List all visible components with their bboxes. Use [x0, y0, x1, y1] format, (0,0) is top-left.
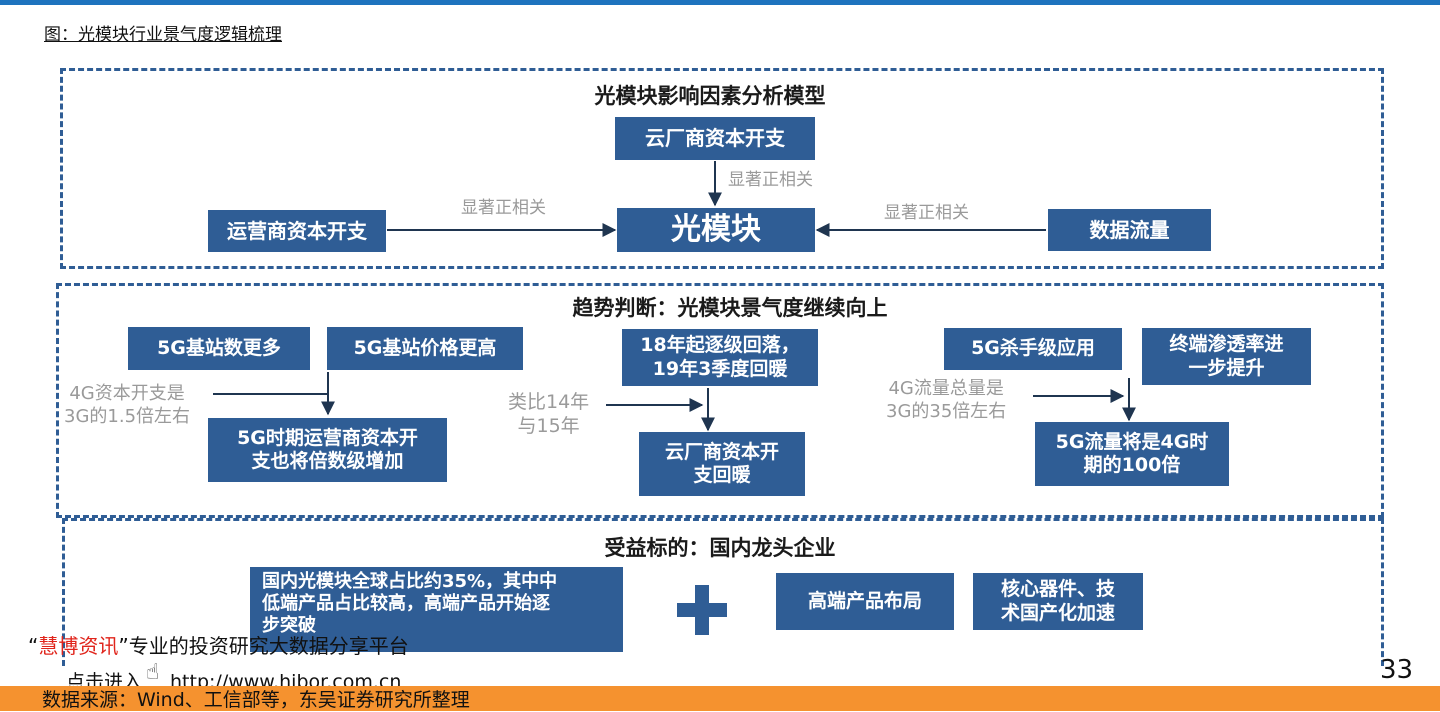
left-factor-label: 运营商资本开支 [227, 218, 367, 243]
localization-box: 核心器件、技 术国产化加速 [973, 573, 1143, 630]
mid-note-line2: 与15年 [517, 414, 580, 437]
section2-title: 趋势判断：光模块景气度继续向上 [572, 296, 888, 320]
section1-frame [60, 68, 1384, 269]
left-result-line2: 支也将倍数级增加 [251, 450, 404, 472]
left-result-line1: 5G时期运营商资本开 [237, 426, 418, 449]
right-box-killer-app: 5G杀手级应用 [944, 328, 1122, 370]
plus-icon [677, 585, 727, 635]
top-rule [0, 0, 1440, 5]
mid-result-line2: 支回暖 [693, 464, 751, 486]
share-line3: 步突破 [262, 614, 316, 636]
localization-line1: 核心器件、技 [1000, 578, 1115, 601]
center-label: 光模块 [671, 211, 761, 247]
right-box-penetration: 终端渗透率进 一步提升 [1142, 328, 1311, 385]
mid-box-line1: 18年起逐级回落， [640, 334, 800, 357]
section1-title: 光模块影响因素分析模型 [594, 84, 826, 108]
right-note: 4G流量总量是 3G的35倍左右 [886, 378, 1006, 423]
high-end-box: 高端产品布局 [776, 573, 954, 630]
watermark-quote-close: ” [118, 634, 129, 658]
mid-box-capex-cycle: 18年起逐级回落， 19年3季度回暖 [622, 329, 818, 386]
left-note: 4G资本开支是 3G的1.5倍左右 [64, 383, 190, 428]
share-line2: 低端产品占比较高，高端产品开始逐 [262, 592, 550, 614]
watermark-quote-open: “ [28, 634, 39, 658]
left-note-line2: 3G的1.5倍左右 [64, 405, 191, 427]
right-result-line2: 期的100倍 [1083, 454, 1181, 476]
section2-frame [56, 283, 1384, 518]
left-box-station-price: 5G基站价格更高 [327, 327, 523, 370]
right-note-line2: 3G的35倍左右 [886, 400, 1007, 422]
mid-note-line1: 类比14年 [508, 391, 590, 413]
section3-title: 受益标的：国内龙头企业 [604, 536, 836, 560]
watermark-brand: 慧博资讯 [38, 634, 119, 658]
center-box: 光模块 [617, 208, 815, 252]
left-box-base-stations: 5G基站数更多 [128, 327, 310, 370]
mid-result-box: 云厂商资本开 支回暖 [639, 432, 805, 496]
share-box: 国内光模块全球占比约35%，其中中 低端产品占比较高，高端产品开始逐 步突破 [250, 567, 623, 652]
right-result-line1: 5G流量将是4G时 [1055, 430, 1209, 453]
footer-bar [0, 686, 1440, 711]
top-factor-box: 云厂商资本开支 [615, 117, 815, 160]
watermark-slogan: 专业的投资研究大数据分享平台 [128, 634, 409, 658]
rel-top-note: 显著正相关 [728, 170, 813, 190]
left-box-base-stations-label: 5G基站数更多 [157, 336, 281, 359]
left-box-station-price-label: 5G基站价格更高 [353, 336, 497, 359]
section3-frame [62, 518, 1384, 666]
mid-box-line2: 19年3季度回暖 [652, 357, 788, 380]
localization-line2: 术国产化加速 [1000, 601, 1115, 624]
top-factor-label: 云厂商资本开支 [645, 126, 785, 151]
watermark-slogan-line: “慧博资讯”专业的投资研究大数据分享平台 [28, 630, 409, 659]
right-box-killer-app-label: 5G杀手级应用 [971, 337, 1095, 360]
high-end-label: 高端产品布局 [807, 589, 922, 612]
right-factor-label: 数据流量 [1089, 217, 1170, 242]
right-result-box: 5G流量将是4G时 期的100倍 [1035, 422, 1229, 486]
source-note: 数据来源：Wind、工信部等，东吴证券研究所整理 [42, 689, 470, 711]
right-factor-box: 数据流量 [1048, 209, 1211, 251]
pointer-hand-icon: ☝ [146, 660, 160, 685]
mid-note: 类比14年 与15年 [508, 391, 589, 439]
share-line1: 国内光模块全球占比约35%，其中中 [262, 571, 558, 592]
left-note-line1: 4G资本开支是 [69, 383, 185, 404]
mid-result-line1: 云厂商资本开 [664, 440, 779, 463]
rel-right-note: 显著正相关 [884, 203, 969, 223]
right-box2-line1: 终端渗透率进 [1169, 333, 1284, 356]
left-result-box: 5G时期运营商资本开 支也将倍数级增加 [208, 418, 447, 482]
rel-left-note: 显著正相关 [461, 198, 546, 218]
right-note-line1: 4G流量总量是 [888, 378, 1004, 399]
figure-title: 图：光模块行业景气度逻辑梳理 [44, 25, 282, 45]
left-factor-box: 运营商资本开支 [208, 210, 386, 252]
page-number: 33 [1380, 655, 1414, 685]
right-box2-line2: 一步提升 [1188, 356, 1265, 379]
